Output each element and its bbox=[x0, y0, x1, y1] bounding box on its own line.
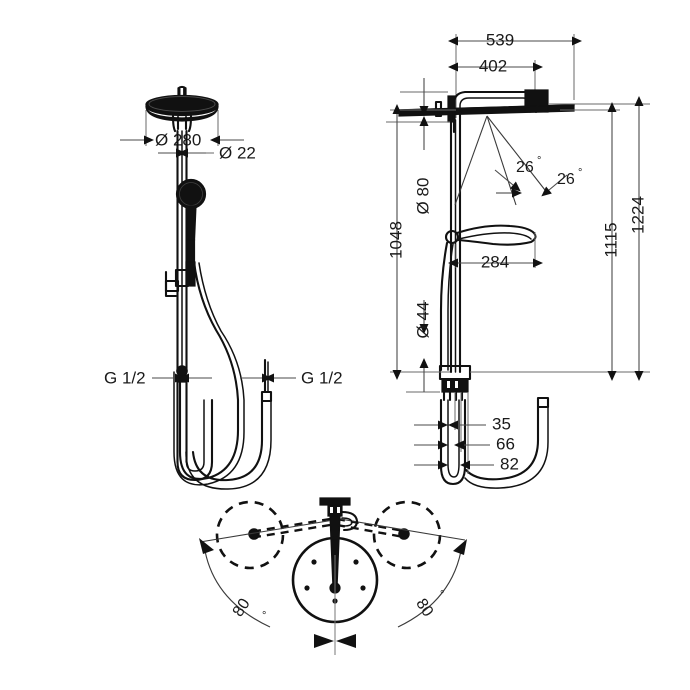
side-lower-hose bbox=[439, 398, 467, 486]
dim-riser-diameter: Ø 22 bbox=[158, 143, 256, 162]
angle-symbol-left: ° bbox=[537, 155, 541, 167]
dim-inlet-left: G 1/2 bbox=[104, 368, 212, 387]
plan-swivel-circle-right bbox=[372, 500, 442, 570]
angle-symbol-right: ° bbox=[578, 167, 582, 179]
dim-label-inlet-left: G 1/2 bbox=[104, 368, 146, 387]
dim-label-402: 402 bbox=[479, 56, 507, 75]
plan-center-arrows bbox=[314, 634, 356, 648]
dim-offset-82: 82 bbox=[414, 454, 519, 473]
angle-label-26-left: 26 bbox=[516, 159, 534, 176]
dim-height-to-arm: 1115 bbox=[601, 102, 620, 381]
front-elevation-view: Ø 280 Ø 22 bbox=[104, 85, 343, 490]
dim-overall-height: 1224 bbox=[628, 96, 647, 381]
angle-symbol-80-left: ° bbox=[262, 610, 266, 622]
plan-riser-column bbox=[319, 497, 359, 594]
dim-escutcheon-diameter: Ø 80 bbox=[413, 78, 432, 214]
front-hand-shower bbox=[175, 178, 207, 263]
plan-swivel-arm-right bbox=[336, 517, 410, 540]
angle-label-26-right: 26 bbox=[557, 171, 575, 188]
dim-offset-66: 66 bbox=[414, 434, 515, 453]
dim-label-1115: 1115 bbox=[601, 222, 620, 257]
dim-label-66: 66 bbox=[496, 434, 515, 453]
dim-label-inlet-right: G 1/2 bbox=[301, 368, 343, 387]
dim-handshower-projection: 284 bbox=[448, 232, 543, 271]
plan-extent-line-right bbox=[339, 518, 466, 541]
dim-inlet-right: G 1/2 bbox=[240, 368, 343, 387]
plan-swivel-circle-left bbox=[215, 500, 285, 570]
dim-height-to-inlet: 1048 bbox=[386, 104, 405, 380]
dim-label-1048: 1048 bbox=[386, 221, 405, 259]
side-elevation-view: 539 402 bbox=[386, 30, 650, 489]
dim-overall-projection: 539 bbox=[448, 30, 582, 49]
dim-label-35: 35 bbox=[492, 414, 511, 433]
dim-offsets-group: 35 66 82 bbox=[414, 392, 519, 474]
dim-label-82: 82 bbox=[500, 454, 519, 473]
plan-extent-line-left bbox=[199, 518, 341, 543]
front-overhead-shower-head bbox=[145, 94, 219, 133]
side-overhead-shower-head bbox=[398, 89, 575, 117]
dim-label-284: 284 bbox=[481, 252, 509, 271]
side-spray-angle-indicators: 26 ° 26 ° bbox=[454, 115, 582, 206]
side-hose-tail bbox=[464, 396, 550, 489]
plan-view: 80 ° 80 ° bbox=[199, 497, 467, 655]
dim-label-80: Ø 80 bbox=[413, 178, 432, 215]
dim-label-1224: 1224 bbox=[628, 196, 647, 234]
dim-label-539: 539 bbox=[486, 30, 514, 49]
dim-riser-lower-diameter: Ø 44 bbox=[413, 300, 432, 392]
dim-label-44: Ø 44 bbox=[413, 302, 432, 339]
dim-offset-35: 35 bbox=[414, 414, 511, 433]
dim-label-riser-diameter: Ø 22 bbox=[219, 143, 256, 162]
dim-arm-projection: 402 bbox=[448, 56, 543, 75]
plan-angle-right: 80 ° bbox=[397, 539, 467, 628]
angle-symbol-80-right: ° bbox=[440, 589, 444, 601]
